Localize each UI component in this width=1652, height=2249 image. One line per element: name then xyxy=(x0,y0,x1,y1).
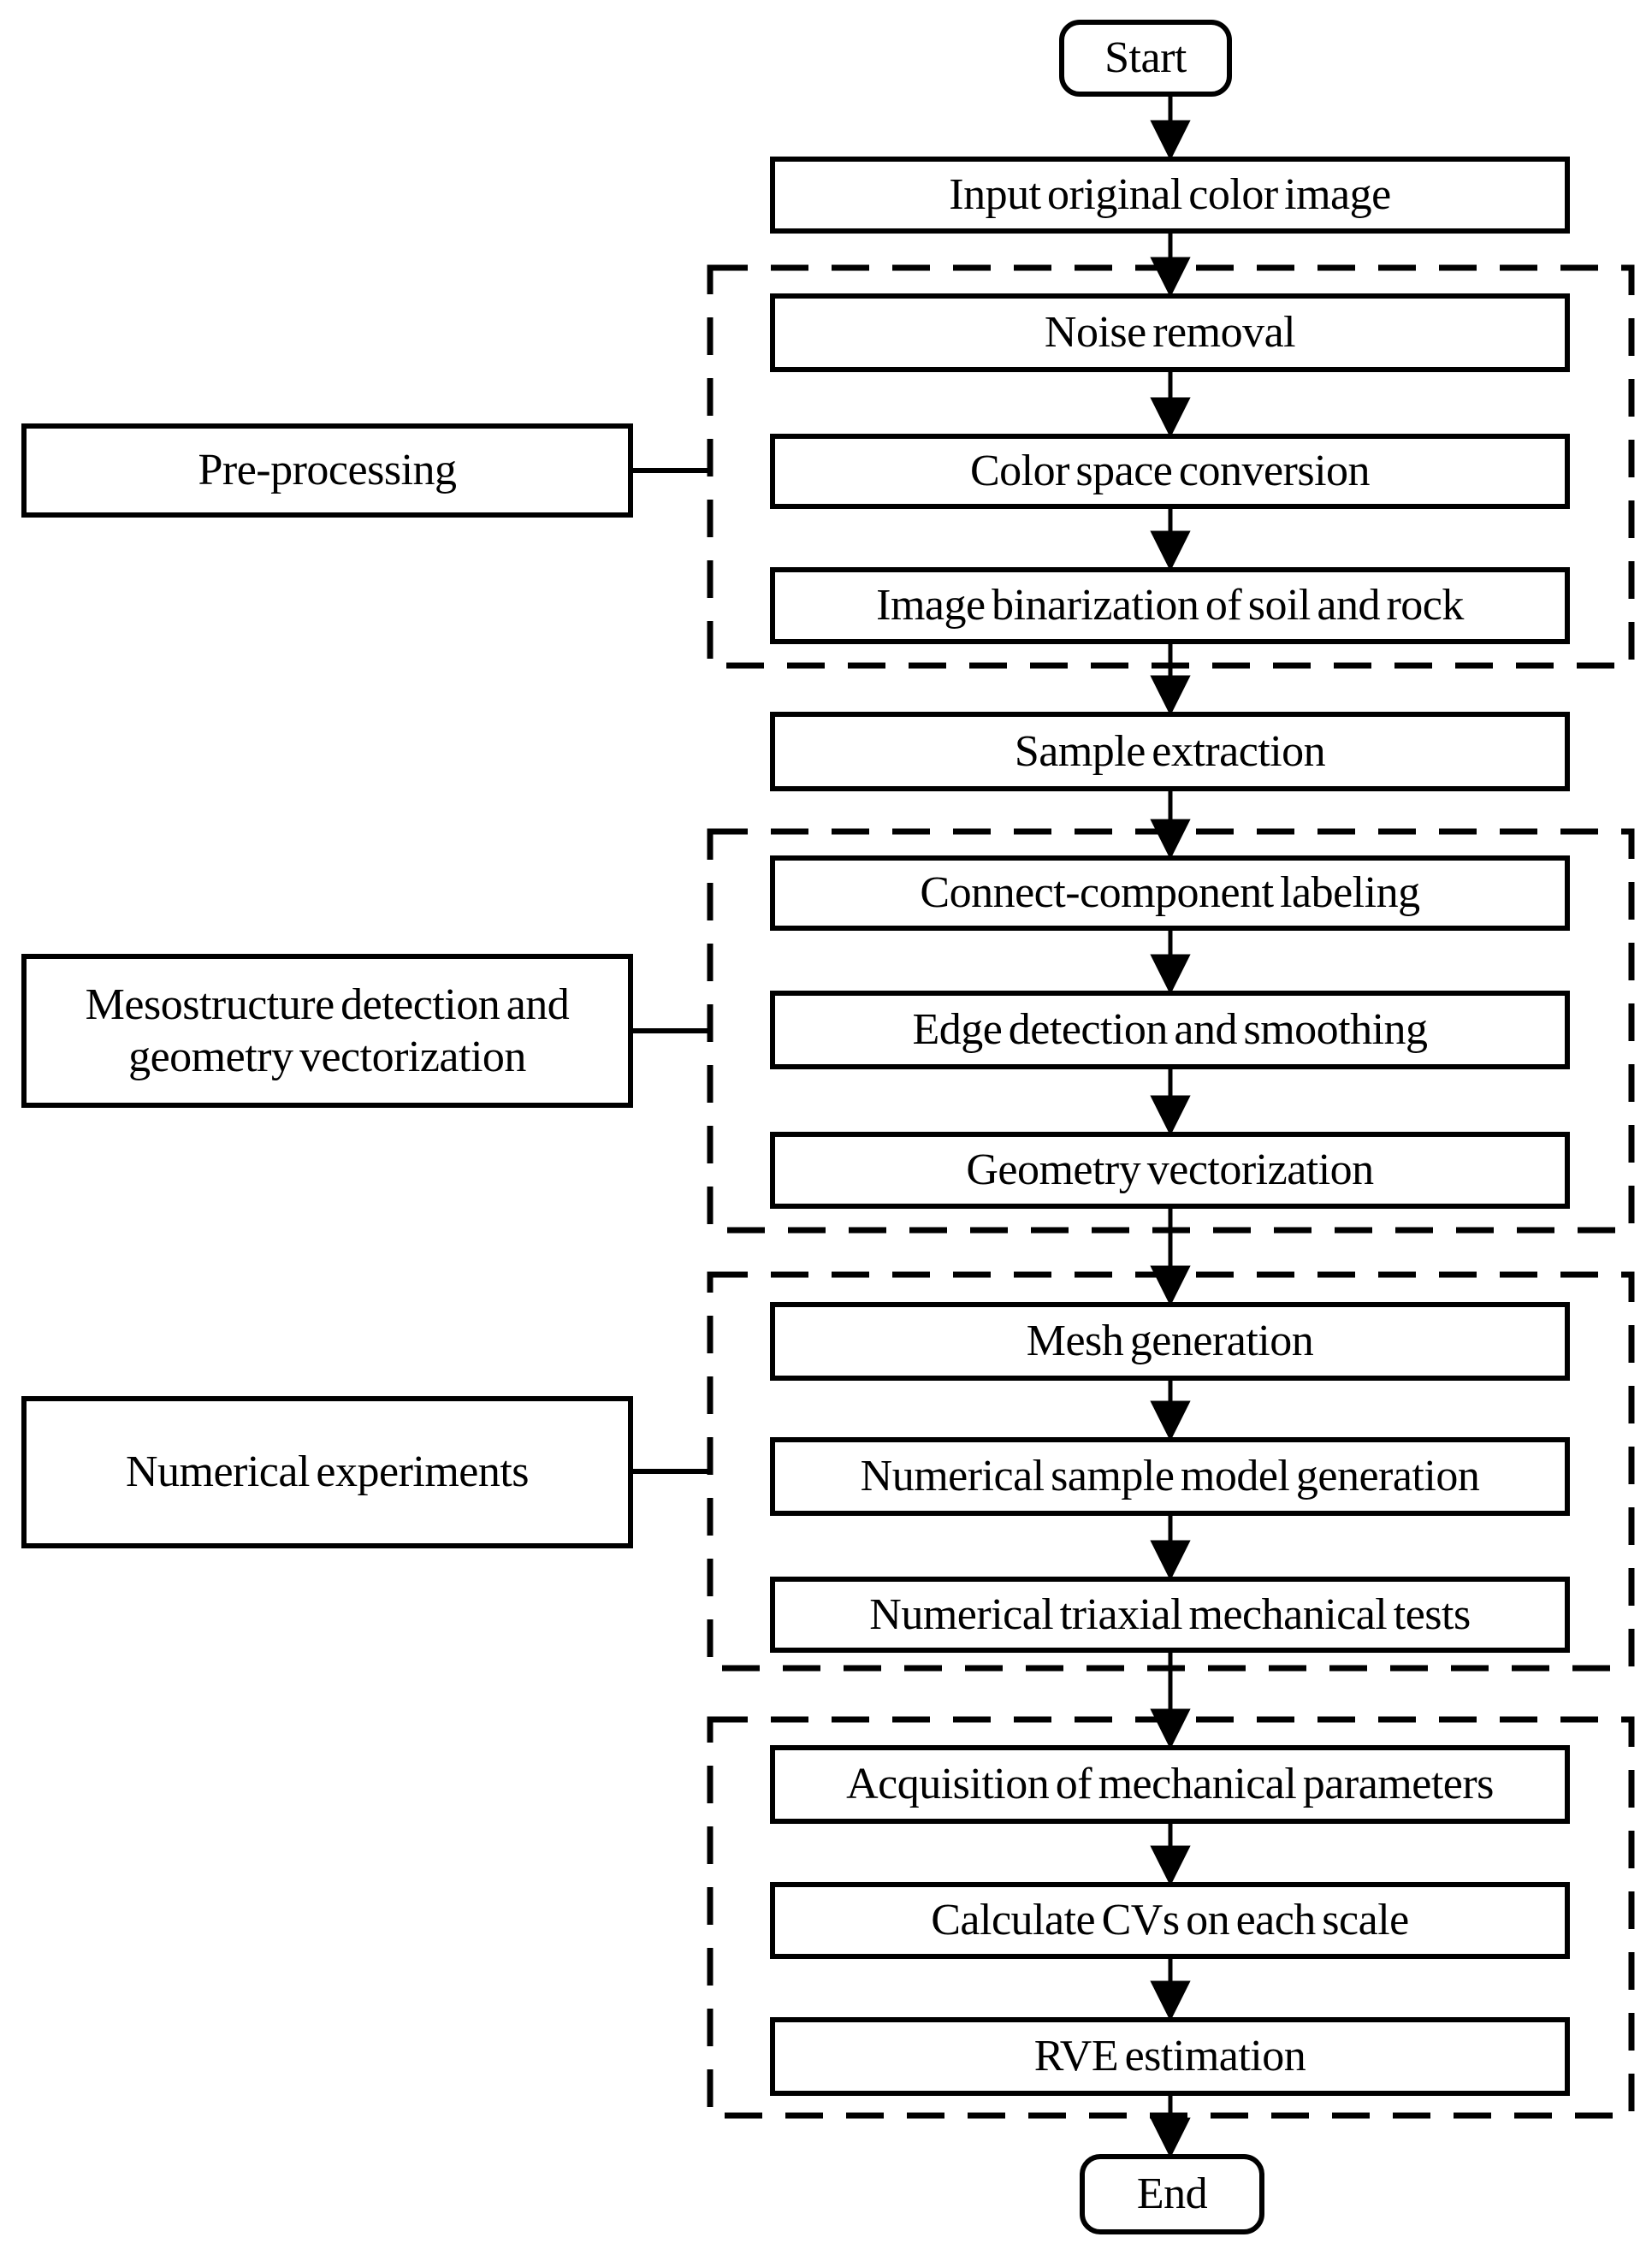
stage-label-mesostructure: Mesostructure detection and geometry vec… xyxy=(21,954,633,1108)
step-calculate-cvs: Calculate CVs on each scale xyxy=(770,1882,1570,1959)
step-numerical-triaxial-tests: Numerical triaxial mechanical tests xyxy=(770,1577,1570,1653)
step-connect-component-labeling: Connect-component labeling xyxy=(770,855,1570,931)
start-terminal: Start xyxy=(1059,20,1232,97)
step-mesh-generation: Mesh generation xyxy=(770,1302,1570,1381)
step-color-space-conversion: Color space conversion xyxy=(770,434,1570,509)
step-noise-removal: Noise removal xyxy=(770,293,1570,372)
step-acquisition-mechanical-parameters: Acquisition of mechanical parameters xyxy=(770,1745,1570,1824)
step-geometry-vectorization: Geometry vectorization xyxy=(770,1132,1570,1209)
stage-label-preprocessing: Pre-processing xyxy=(21,423,633,518)
end-terminal: End xyxy=(1080,2154,1264,2234)
step-input-original-color-image: Input original color image xyxy=(770,157,1570,234)
step-sample-extraction: Sample extraction xyxy=(770,712,1570,791)
step-rve-estimation: RVE estimation xyxy=(770,2017,1570,2096)
step-image-binarization: Image binarization of soil and rock xyxy=(770,567,1570,644)
stage-label-numerical-experiments: Numerical experiments xyxy=(21,1396,633,1548)
step-edge-detection-smoothing: Edge detection and smoothing xyxy=(770,991,1570,1069)
step-numerical-sample-model: Numerical sample model generation xyxy=(770,1437,1570,1516)
